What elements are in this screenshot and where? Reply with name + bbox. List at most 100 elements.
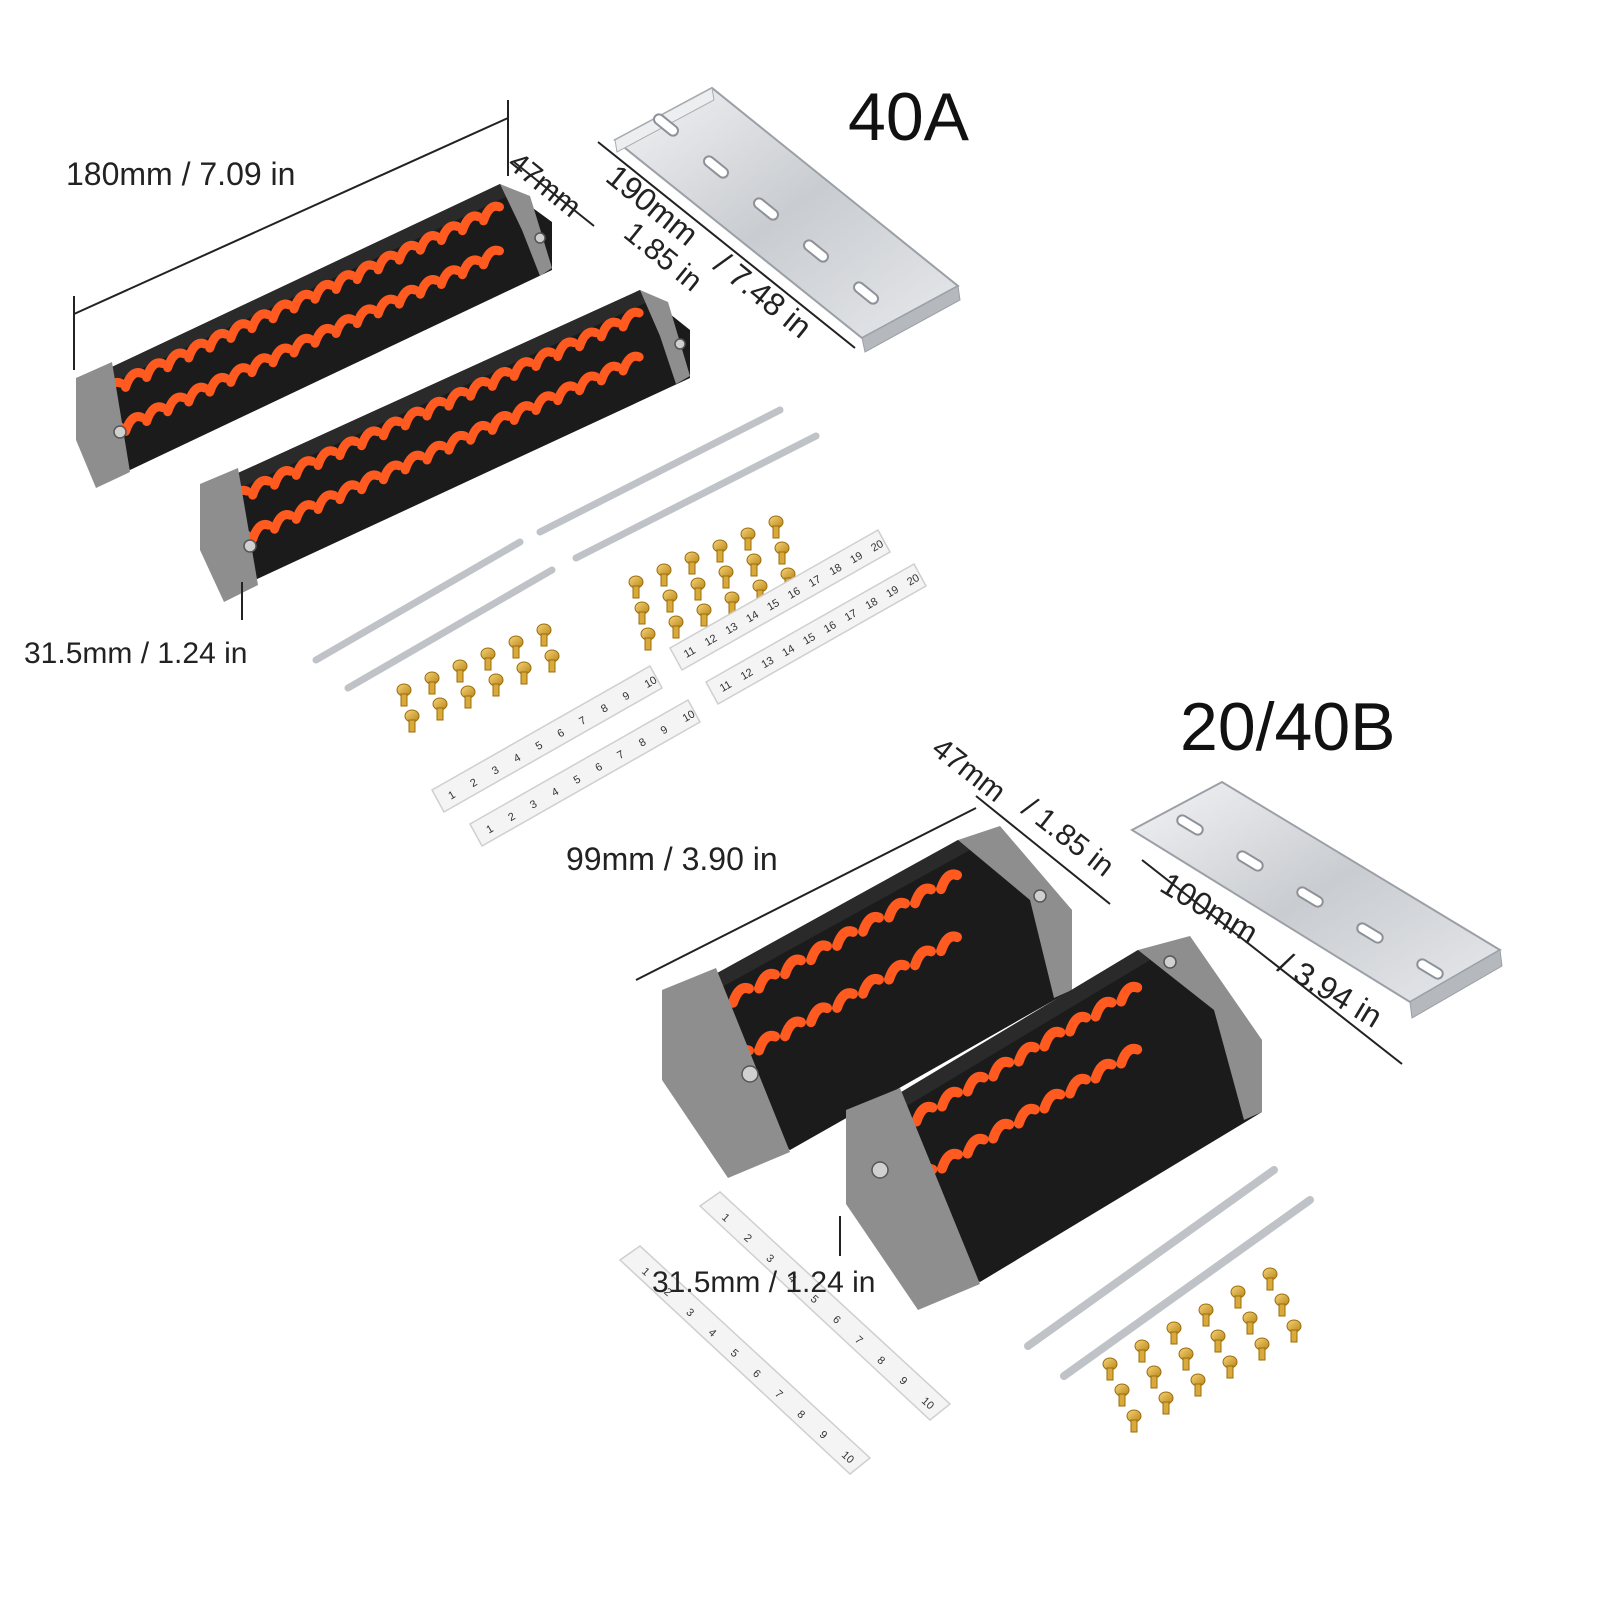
tag-number: 11 — [718, 679, 734, 695]
lever — [289, 289, 315, 314]
screw — [668, 615, 684, 639]
lever — [415, 231, 441, 255]
lever — [422, 396, 448, 421]
tag-number: 11 — [682, 645, 698, 661]
tag-number: 16 — [786, 585, 803, 602]
lever — [858, 912, 884, 937]
screws-40a — [396, 515, 796, 733]
screws-2040b — [1102, 1267, 1302, 1433]
lever — [205, 373, 231, 397]
din-rail-100mm — [1129, 780, 1503, 1019]
tag-number: 2 — [506, 811, 517, 824]
lever — [163, 348, 189, 373]
lever — [728, 983, 754, 1008]
lever — [268, 299, 294, 324]
tag-number: 6 — [593, 761, 604, 774]
lever — [553, 337, 579, 362]
lever — [226, 363, 252, 387]
screw — [746, 553, 762, 577]
tag-number: 18 — [864, 596, 881, 613]
lever — [142, 402, 168, 427]
lever — [962, 1071, 989, 1097]
lever — [832, 988, 858, 1013]
tag-number: 10 — [681, 708, 698, 725]
screw — [1222, 1355, 1238, 1379]
lever — [331, 270, 357, 294]
lever — [373, 294, 399, 319]
lever — [457, 255, 483, 280]
lever — [487, 367, 513, 391]
screw — [1134, 1339, 1150, 1363]
lever — [331, 314, 357, 338]
lever — [357, 470, 383, 495]
screw — [508, 635, 524, 659]
screw — [1158, 1391, 1174, 1415]
screw — [724, 591, 740, 615]
lever — [509, 401, 535, 425]
screw — [1210, 1329, 1226, 1353]
lever — [988, 1118, 1015, 1144]
screw — [634, 601, 650, 625]
lever — [832, 926, 858, 951]
lever — [373, 250, 399, 275]
lever — [1065, 1073, 1091, 1099]
screw — [1166, 1321, 1182, 1345]
screw — [628, 575, 644, 599]
lever — [618, 351, 644, 376]
tag-number: 12 — [703, 632, 720, 649]
screw — [690, 577, 706, 601]
screw — [1102, 1357, 1118, 1381]
screw — [718, 565, 734, 589]
screw — [1178, 1347, 1194, 1371]
lever — [352, 260, 378, 285]
lever — [248, 520, 274, 544]
tag-number: 15 — [765, 597, 782, 614]
tag-number: 1 — [484, 823, 495, 836]
terminal-strip-40a-front — [200, 290, 690, 602]
lever — [357, 426, 383, 451]
lever — [226, 319, 252, 343]
tag-number: 9 — [659, 724, 670, 737]
lever — [1116, 981, 1143, 1007]
lever — [400, 406, 426, 431]
lever — [444, 430, 470, 455]
tag-number: 5 — [534, 739, 545, 752]
lever — [1090, 1058, 1117, 1084]
length-label-40a: 180mm / 7.09 in — [66, 156, 295, 192]
lever — [936, 869, 962, 895]
tag-number: 1 — [446, 789, 457, 802]
lever — [378, 460, 404, 485]
lever — [754, 1030, 780, 1056]
lever — [937, 1086, 963, 1112]
screw — [696, 603, 712, 627]
screw — [712, 539, 728, 563]
lever — [478, 245, 504, 270]
lever — [400, 450, 426, 475]
terminal-strip-2040b-front — [846, 936, 1262, 1310]
lever — [478, 201, 504, 226]
lever — [352, 304, 378, 329]
screw — [404, 709, 420, 733]
lever — [1090, 996, 1117, 1022]
lever — [1039, 1026, 1066, 1052]
tag-number: 8 — [599, 702, 610, 715]
lever — [1039, 1088, 1066, 1114]
lever — [936, 931, 962, 957]
lever — [575, 327, 601, 352]
screw — [432, 697, 448, 721]
lever — [596, 317, 622, 342]
lever — [335, 436, 361, 461]
terminal-strip-2040b-back — [662, 826, 1072, 1178]
lever — [910, 945, 936, 971]
lever — [466, 377, 492, 401]
tag-number: 20 — [869, 538, 886, 555]
lever — [858, 974, 884, 999]
lever — [884, 897, 910, 923]
lever — [531, 347, 557, 372]
tag-number: 3 — [490, 764, 501, 777]
screw — [480, 647, 496, 671]
screw — [460, 685, 476, 709]
screw — [1274, 1293, 1290, 1317]
lever — [1013, 1041, 1040, 1067]
lever — [509, 357, 535, 381]
